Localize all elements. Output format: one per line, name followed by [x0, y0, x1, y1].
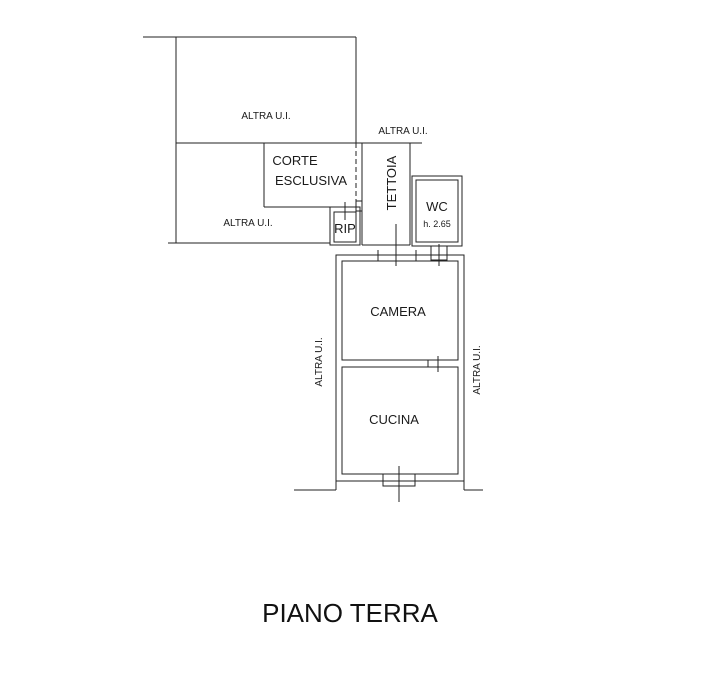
altra-ui-right-vertical-label: ALTRA U.I. — [472, 345, 483, 394]
altra-ui-right-top-label: ALTRA U.I. — [378, 126, 427, 137]
tettoia-area — [361, 143, 411, 266]
corte-label-line2: ESCLUSIVA — [275, 173, 347, 188]
wc-room — [411, 175, 463, 266]
rip-label: RIP — [334, 221, 356, 236]
camera-label: CAMERA — [370, 304, 426, 319]
altra-ui-left-vertical-label: ALTRA U.I. — [314, 337, 325, 386]
cucina-label: CUCINA — [369, 412, 419, 427]
altra-ui-mid-label: ALTRA U.I. — [223, 218, 272, 229]
wc-height-label: h. 2.65 — [423, 219, 451, 229]
corte-label-line1: CORTE — [272, 153, 318, 168]
rip-closet — [329, 200, 363, 246]
site-lines — [294, 304, 483, 491]
plan-title: PIANO TERRA — [262, 598, 438, 628]
apartment-block — [335, 250, 465, 502]
wc-label: WC — [426, 199, 448, 214]
altra-ui-top-label: ALTRA U.I. — [241, 111, 290, 122]
altra-ui-top-block — [143, 36, 357, 244]
tettoia-label: TETTOIA — [384, 155, 399, 210]
